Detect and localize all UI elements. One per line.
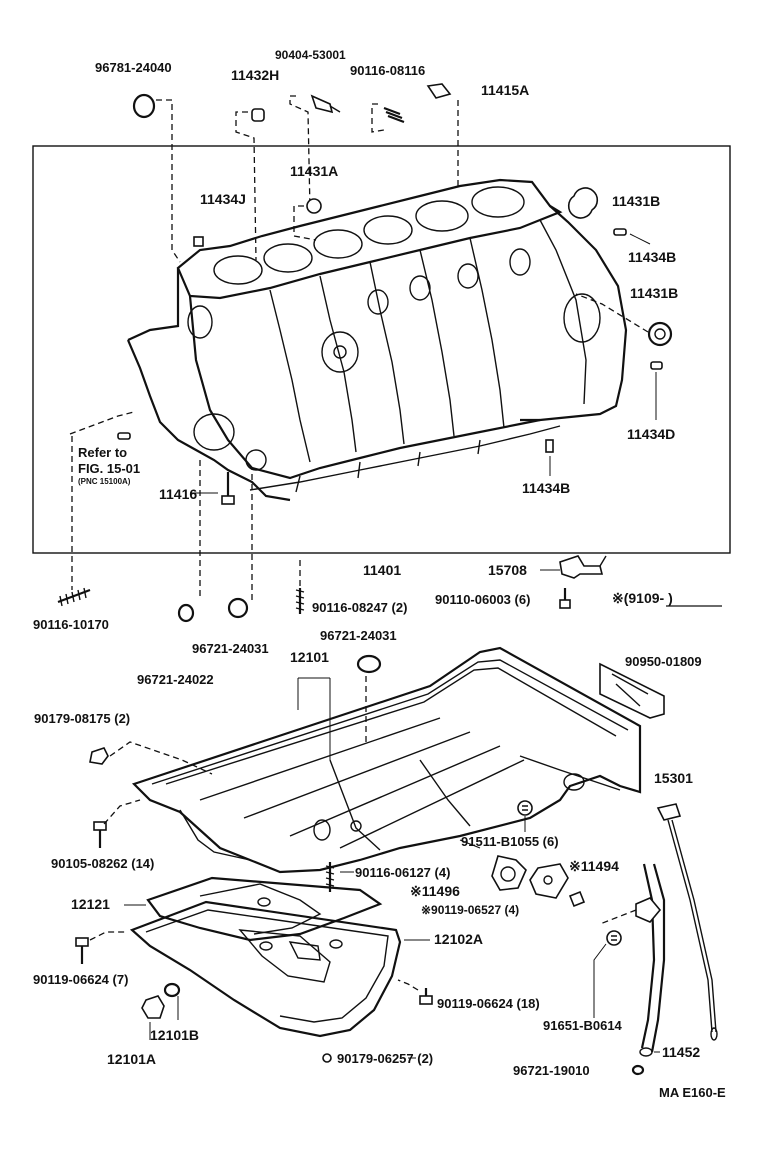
plug-11431B-mid [647, 321, 673, 347]
label-11416: 11416 [159, 486, 198, 502]
dipstick-15301 [656, 803, 718, 1041]
oring-96721-19010 [631, 1064, 645, 1076]
gasket-12101B [163, 982, 181, 998]
label-11432H: 11432H [231, 67, 280, 83]
label-90110-06003: 90110-06003 (6) [435, 592, 531, 607]
label-96721-24031-b: 96721-24031 [320, 628, 397, 643]
label-12101B: 12101B [150, 1027, 200, 1043]
label-90105-08262: 90105-08262 (14) [51, 856, 155, 871]
label-12121: 12121 [71, 896, 110, 912]
date-note: ※(9109- ) [612, 590, 673, 606]
label-11434J: 11434J [200, 191, 246, 207]
label-90179-06257: 90179-06257 (2) [337, 1051, 434, 1066]
label-11434B-top: 11434B [628, 249, 677, 265]
refer-note-line1: Refer to [78, 445, 128, 460]
nut-90179-08175 [89, 747, 109, 765]
label-11431B-top: 11431B [612, 193, 661, 209]
plug-11431B-top [567, 187, 599, 219]
bolt-90119-06624-7 [75, 937, 89, 964]
seal-96721-24031-a [227, 597, 249, 619]
bolt-91651-B0614 [606, 930, 622, 946]
bolt-90119-06624-18 [419, 988, 433, 1005]
label-96781-24040: 96781-24040 [95, 60, 172, 75]
label-96721-19010: 96721-19010 [513, 1063, 590, 1078]
plug-12101A [141, 995, 165, 1019]
label-96721-24022: 96721-24022 [137, 672, 214, 687]
label-11434D: 11434D [627, 426, 676, 442]
label-90404-53001: 90404-53001 [275, 48, 346, 62]
label-90116-06127: 90116-06127 (4) [355, 865, 451, 880]
label-11415A: 11415A [481, 82, 530, 98]
refer-note-line3: (PNC 15100A) [78, 477, 131, 486]
pin-11434J [193, 236, 204, 247]
sensor-90404-53001 [289, 94, 341, 211]
bolt-90119-06527 [568, 890, 586, 908]
label-96721-24031-a: 96721-24031 [192, 641, 269, 656]
label-91511-B1055: 91511-B1055 (6) [461, 834, 559, 849]
label-12102A: 12102A [434, 931, 484, 947]
oil-pan-12101 [131, 646, 642, 874]
seal-96721-24031-b [356, 654, 382, 674]
refer-note-line2: FIG. 15-01 [78, 461, 141, 476]
bolt-90105-08262 [93, 821, 107, 848]
seal-96781-24040 [132, 93, 156, 119]
label-11434B-low: 11434B [522, 480, 571, 496]
label-15708: 15708 [488, 562, 527, 578]
refer-note: Refer to FIG. 15-01 (PNC 15100A) [78, 445, 140, 487]
bolt-90110-06003 [559, 588, 571, 609]
label-90116-08247: 90116-08247 (2) [312, 600, 408, 615]
plug-11415A [426, 83, 459, 186]
label-91651-B0614: 91651-B0614 [543, 1018, 622, 1033]
cover-11494 [529, 863, 569, 899]
cylinder-block-11401 [126, 178, 628, 502]
screw-90179-06257 [322, 1053, 332, 1063]
plug-11431A [306, 198, 322, 214]
pin-refer [117, 432, 131, 440]
label-11401: 11401 [363, 562, 402, 578]
stud-90116-08116 [371, 103, 405, 133]
label-11494: ※11494 [569, 858, 619, 874]
lower-oil-pan-12102A [129, 900, 402, 1038]
pin-11434B-top [613, 228, 627, 236]
pin-11434B-low [545, 439, 554, 453]
bolt-11416 [221, 472, 235, 505]
gasket-11496 [491, 855, 527, 891]
pin-11434D [650, 361, 663, 370]
stud-90116-08247 [295, 588, 305, 614]
label-12101: 12101 [290, 649, 329, 665]
block-frame [32, 145, 731, 554]
stud-90116-10170 [57, 587, 91, 607]
seal-96721-24022 [177, 603, 195, 623]
label-90116-10170: 90116-10170 [33, 617, 109, 632]
label-90116-08116: 90116-08116 [350, 63, 426, 78]
gasket-90950-01809 [599, 662, 665, 719]
bracket-15708 [559, 555, 607, 579]
label-11431A: 11431A [290, 163, 339, 179]
label-11431B-mid: 11431B [630, 285, 679, 301]
label-90119-06624-7: 90119-06624 (7) [33, 972, 129, 987]
label-11452: 11452 [662, 1044, 701, 1060]
label-90119-06527: ※90119-06527 (4) [421, 903, 520, 917]
footer-code: MA E160-E [659, 1085, 726, 1100]
label-90179-08175: 90179-08175 (2) [34, 711, 131, 726]
label-15301: 15301 [654, 770, 693, 786]
bolt-91511-B1055 [517, 800, 533, 832]
guide-11452 [635, 863, 666, 1057]
label-12101A: 12101A [107, 1051, 157, 1067]
label-90950-01809: 90950-01809 [625, 654, 702, 669]
label-90119-06624-18: 90119-06624 (18) [437, 996, 540, 1011]
plug-11432H [235, 108, 265, 261]
baffle-12121 [146, 876, 383, 942]
label-11496: ※11496 [410, 883, 460, 899]
